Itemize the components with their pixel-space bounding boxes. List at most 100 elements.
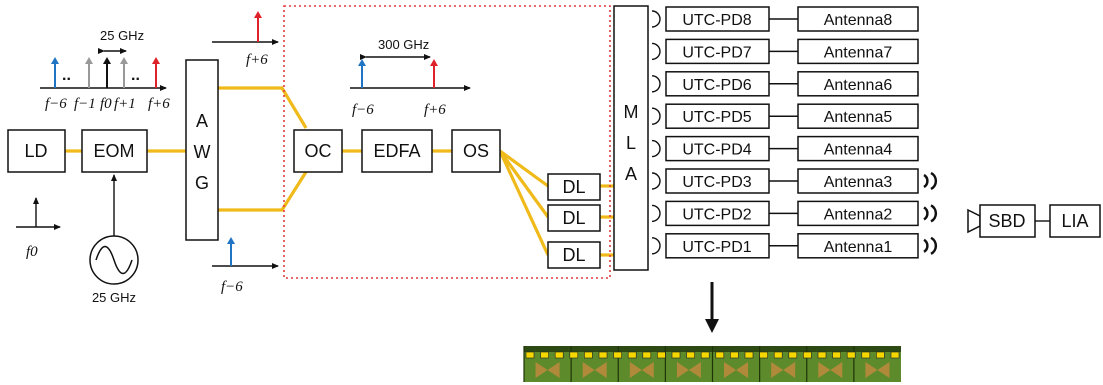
- bowtie-antenna: [676, 362, 689, 378]
- chip-photo: [523, 346, 901, 382]
- comb-label-f+1: f+1: [114, 96, 136, 112]
- bowtie-antenna: [818, 362, 831, 378]
- eom-box: [81, 129, 148, 173]
- combined-label-right: f+6: [424, 102, 446, 118]
- utc-pd-box: [665, 38, 770, 65]
- utc-pd-box: [665, 6, 770, 32]
- rf-frequency-label: 25 GHz: [92, 290, 136, 305]
- sbd-label: SBD: [988, 211, 1025, 231]
- ld-label: LD: [24, 141, 47, 161]
- awg-letter-w: W: [194, 142, 211, 162]
- pd-row: UTC-PD8 Antenna8: [651, 6, 919, 32]
- antenna-label: Antenna3: [824, 174, 893, 191]
- utc-pd-box: [665, 200, 770, 227]
- f0-spectrum: f0: [16, 197, 61, 260]
- lens-icon: [651, 75, 661, 93]
- bowtie-antenna: [629, 362, 642, 378]
- antenna-box: [797, 200, 919, 227]
- antenna-box: [797, 71, 919, 97]
- delay-line-3: [547, 241, 601, 269]
- comb-label-f0: f0: [100, 96, 112, 112]
- chip-pad: [598, 351, 608, 359]
- fiber-awg-oc-top: [218, 86, 308, 129]
- awg-output-top-spectrum: f+6: [212, 11, 279, 68]
- antenna-label: Antenna4: [824, 142, 893, 159]
- utc-pd-label: UTC-PD7: [682, 44, 751, 61]
- lens-icon: [651, 139, 661, 158]
- lens-icon: [651, 42, 661, 61]
- combined-spectrum: 300 GHz f−6 f+6: [350, 37, 471, 118]
- lia-label: LIA: [1061, 211, 1088, 231]
- comb-dots-left: ..: [62, 67, 71, 84]
- utc-pd-label: UTC-PD4: [682, 142, 751, 159]
- chip-pad: [788, 351, 798, 359]
- chip-pad: [890, 351, 900, 359]
- lia-box: [1049, 204, 1101, 238]
- oc-box: [293, 129, 343, 173]
- radiation-waves-icon: [923, 204, 938, 223]
- chip-pad: [627, 351, 637, 359]
- fiber-os-dl2: [498, 150, 550, 218]
- delay-line-2: [547, 204, 601, 232]
- chip-pad: [642, 351, 652, 359]
- chip-pad: [700, 351, 710, 359]
- utc-pd-box: [665, 168, 770, 194]
- utc-pd-label: UTC-PD6: [682, 77, 751, 94]
- mla-letter-m: M: [624, 102, 639, 122]
- fiber-os-dl1: [499, 149, 549, 188]
- utc-pd-box: [665, 135, 770, 162]
- chip-pad: [525, 351, 535, 359]
- antenna-label: Antenna2: [824, 206, 893, 223]
- mla-box: [613, 5, 649, 271]
- delay-line-3-label: DL: [562, 245, 585, 265]
- eom-label: EOM: [93, 141, 134, 161]
- chip-pad: [569, 351, 579, 359]
- sbd-box: [979, 204, 1036, 238]
- chip-pad: [803, 351, 812, 359]
- chip-pad: [846, 351, 856, 359]
- chip-pad: [686, 351, 695, 359]
- antenna-box: [797, 135, 919, 162]
- chip-pad: [671, 351, 681, 359]
- comb-label-f-1: f−1: [74, 96, 96, 112]
- comb-spacing-label: 25 GHz: [100, 28, 144, 43]
- horn-antenna-icon: [967, 208, 981, 234]
- comb-label-f+6: f+6: [148, 96, 170, 112]
- comb-spectrum: .. .. 25 GHz f−6 f−1 f0 f+1 f+6: [40, 28, 170, 112]
- utc-pd-label: UTC-PD5: [682, 109, 751, 126]
- awg-output-bottom-spectrum: f−6: [212, 237, 279, 295]
- bowtie-antenna: [771, 362, 784, 378]
- antenna-label: Antenna8: [824, 12, 893, 29]
- bowtie-antenna: [535, 362, 548, 378]
- chip-pad: [540, 351, 549, 359]
- mla-letter-l: L: [626, 133, 636, 153]
- f0-label: f0: [26, 244, 38, 260]
- delay-line-1: [547, 173, 601, 201]
- utc-pd-label: UTC-PD8: [682, 12, 751, 29]
- awg-output-bottom-label: f−6: [221, 279, 243, 295]
- radiation-waves-icon: [923, 236, 938, 255]
- mla-letter-a: A: [625, 164, 637, 184]
- antenna-box: [797, 6, 919, 32]
- chip-pad: [584, 351, 593, 359]
- utc-pd-box: [665, 71, 770, 97]
- awg-letter-g: G: [195, 173, 209, 193]
- rf-source: 25 GHz: [89, 174, 139, 305]
- awg-letter-a: A: [196, 111, 208, 131]
- fiber-os-dl3: [498, 150, 550, 256]
- comb-dots-right: ..: [131, 67, 140, 84]
- edfa-box: [361, 129, 433, 173]
- chip-pad: [773, 351, 783, 359]
- bowtie-antenna: [582, 362, 595, 378]
- antenna-box: [797, 103, 919, 129]
- lens-icon: [651, 10, 661, 28]
- edfa-label: EDFA: [373, 141, 420, 161]
- pd-row: UTC-PD4 Antenna4: [651, 135, 919, 162]
- chip-pad: [554, 351, 564, 359]
- chip-pad: [817, 351, 827, 359]
